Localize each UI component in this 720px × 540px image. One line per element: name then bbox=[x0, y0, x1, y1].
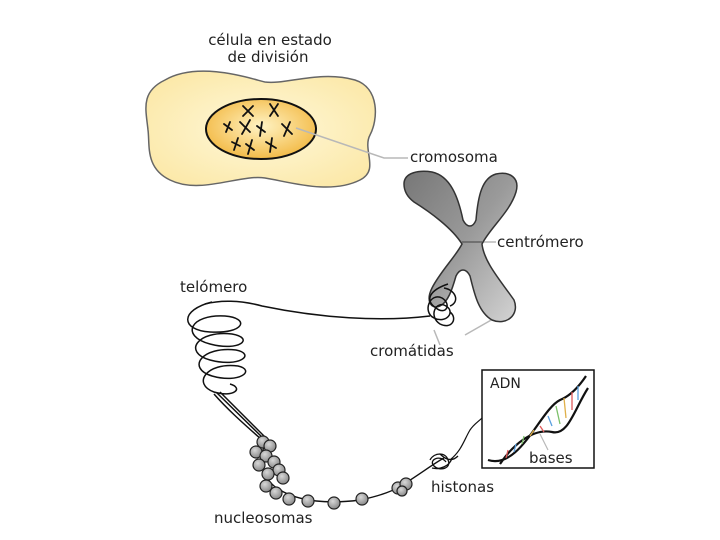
dna-strand-b bbox=[499, 387, 589, 465]
dividing-cell bbox=[145, 70, 377, 188]
label-cell-line2: de división bbox=[228, 48, 309, 66]
label-cell-line1: célula en estado bbox=[208, 31, 332, 49]
label-chromosome: cromosoma bbox=[410, 148, 498, 166]
nucleus-chromosomes bbox=[223, 103, 293, 155]
label-histones: histonas bbox=[431, 478, 494, 496]
histone-cluster bbox=[429, 453, 459, 470]
label-centromere: centrómero bbox=[497, 233, 584, 251]
label-telomere: telómero bbox=[180, 278, 247, 296]
bases-pointer bbox=[539, 433, 549, 451]
nucleosome-chain bbox=[249, 417, 483, 510]
label-dna: ADN bbox=[490, 376, 521, 392]
telomere-strand bbox=[204, 300, 431, 320]
dna-inset bbox=[481, 369, 595, 469]
coiled-fiber bbox=[187, 301, 247, 395]
diagram-labels: célula en estado de división cromosoma c… bbox=[180, 31, 584, 527]
chromatin-fiber bbox=[187, 283, 457, 441]
tangled-chromatin bbox=[427, 283, 457, 327]
solenoid-taper bbox=[213, 391, 269, 441]
dna-strand-to-helix bbox=[449, 417, 483, 461]
label-nucleosomes: nucleosomas bbox=[214, 509, 313, 527]
dna-base-pairs bbox=[505, 386, 579, 459]
label-chromatids: cromátidas bbox=[370, 342, 454, 360]
chromosome-shape bbox=[403, 170, 518, 323]
chromosome bbox=[403, 170, 518, 323]
label-bases: bases bbox=[529, 449, 573, 467]
nucleosome-beads bbox=[249, 435, 413, 510]
dna-inset-frame bbox=[481, 369, 595, 469]
